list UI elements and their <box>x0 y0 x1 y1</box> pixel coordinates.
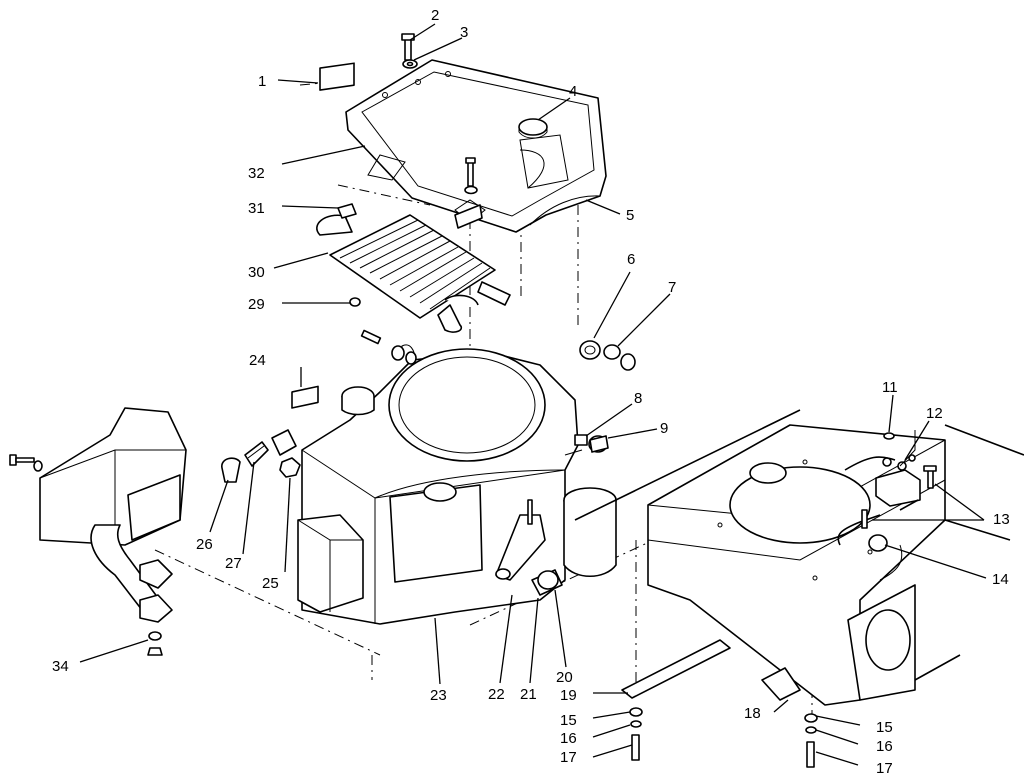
callout-34: 34 <box>52 658 69 675</box>
hardware-stack-right <box>804 713 818 768</box>
callout-labels: 1 2 3 4 5 6 7 8 9 11 12 13 14 15 15 16 1… <box>52 7 1010 777</box>
screw-and-washer-mid <box>464 157 478 195</box>
callout-23: 23 <box>430 687 447 704</box>
callout-27: 27 <box>225 555 242 572</box>
decal-24 <box>291 385 319 409</box>
hose-fitting-8 <box>574 434 588 446</box>
callout-18: 18 <box>744 705 761 722</box>
fuel-filter <box>531 569 563 596</box>
callout-12: 12 <box>926 405 943 422</box>
callout-11: 11 <box>882 379 898 396</box>
callout-21: 21 <box>520 686 537 703</box>
cap <box>518 118 548 139</box>
washer-11 <box>883 432 895 440</box>
callout-15a: 15 <box>560 712 577 729</box>
callout-16b: 16 <box>876 738 893 755</box>
floor-outline <box>914 424 1024 681</box>
blower-housing-cover <box>345 59 607 233</box>
callout-1: 1 <box>258 73 266 90</box>
washer-nut-34 <box>147 631 163 656</box>
callout-5: 5 <box>626 207 634 224</box>
callout-30: 30 <box>248 264 265 281</box>
hose-end-9 <box>588 435 609 453</box>
callout-29: 29 <box>248 296 265 313</box>
callout-4: 4 <box>569 83 577 100</box>
nipple-27 <box>244 441 269 467</box>
grommet-14 <box>868 534 888 552</box>
frame-chassis <box>647 424 946 706</box>
nut-29 <box>349 297 361 307</box>
callout-13: 13 <box>993 511 1010 528</box>
solenoid <box>875 430 921 507</box>
callout-24: 24 <box>249 352 266 369</box>
bolt-left <box>9 454 43 472</box>
plate-19 <box>621 639 731 699</box>
throttle-bracket <box>495 499 546 581</box>
leader-lines <box>79 23 987 766</box>
callout-14: 14 <box>992 571 1009 588</box>
bolt-washer-set <box>360 329 417 365</box>
elbow-fitting <box>271 429 297 456</box>
bolts-13 <box>861 465 937 529</box>
wire-harness <box>837 456 919 546</box>
hardware-stack-left <box>629 707 643 761</box>
bracket <box>454 204 483 229</box>
callout-17a: 17 <box>560 749 577 766</box>
callout-6: 6 <box>627 251 635 268</box>
fitting-6 <box>579 340 601 360</box>
callout-3: 3 <box>460 24 468 41</box>
engine-block <box>297 344 617 625</box>
callout-19: 19 <box>560 687 577 704</box>
callout-17b: 17 <box>876 760 893 777</box>
callout-26: 26 <box>196 536 213 553</box>
callout-31: 31 <box>248 200 265 217</box>
oil-cooler <box>316 214 511 333</box>
callout-20: 20 <box>556 669 573 686</box>
clamp <box>337 203 357 219</box>
callout-15b: 15 <box>876 719 893 736</box>
callout-2: 2 <box>431 7 439 24</box>
elbow-26 <box>221 457 241 483</box>
fitting-7 <box>603 344 636 371</box>
decal-1 <box>319 62 355 91</box>
callout-9: 9 <box>660 420 668 437</box>
muffler <box>39 407 187 623</box>
callout-32: 32 <box>248 165 265 182</box>
callout-8: 8 <box>634 390 642 407</box>
engine-deck-outline <box>574 409 801 521</box>
nut-25 <box>279 457 301 478</box>
callout-22: 22 <box>488 686 505 703</box>
callout-16a: 16 <box>560 730 577 747</box>
callout-7: 7 <box>668 279 676 296</box>
screw-and-washer-top <box>401 33 418 69</box>
callout-25: 25 <box>262 575 279 592</box>
bracket-18 <box>761 667 801 701</box>
